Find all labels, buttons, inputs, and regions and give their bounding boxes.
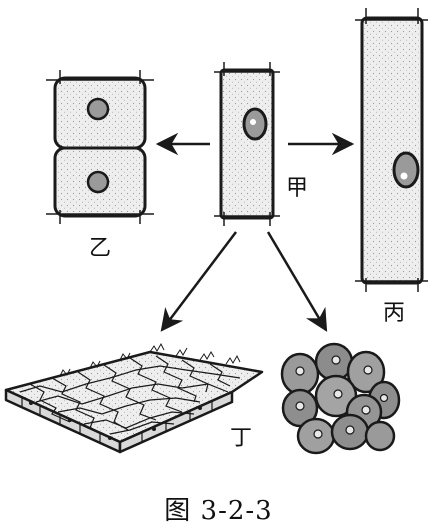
label-bing: 丙	[383, 301, 406, 326]
cell-cluster	[280, 342, 401, 455]
nucleus-bing	[392, 151, 420, 189]
label-yi: 乙	[89, 236, 112, 261]
nucleus-yi-top	[86, 97, 110, 121]
arrow-to-ding	[160, 231, 237, 332]
figure-caption: 图 3-2-3	[164, 496, 273, 526]
tissue-ding	[4, 342, 264, 454]
arrow-to-cell-cluster	[266, 231, 328, 332]
nucleus-yi-bottom	[86, 170, 110, 194]
cell-bing	[355, 8, 428, 292]
label-jia: 甲	[286, 176, 309, 201]
cell-jia	[214, 62, 280, 226]
label-ding: 丁	[230, 426, 253, 451]
cell-yi	[46, 70, 154, 224]
